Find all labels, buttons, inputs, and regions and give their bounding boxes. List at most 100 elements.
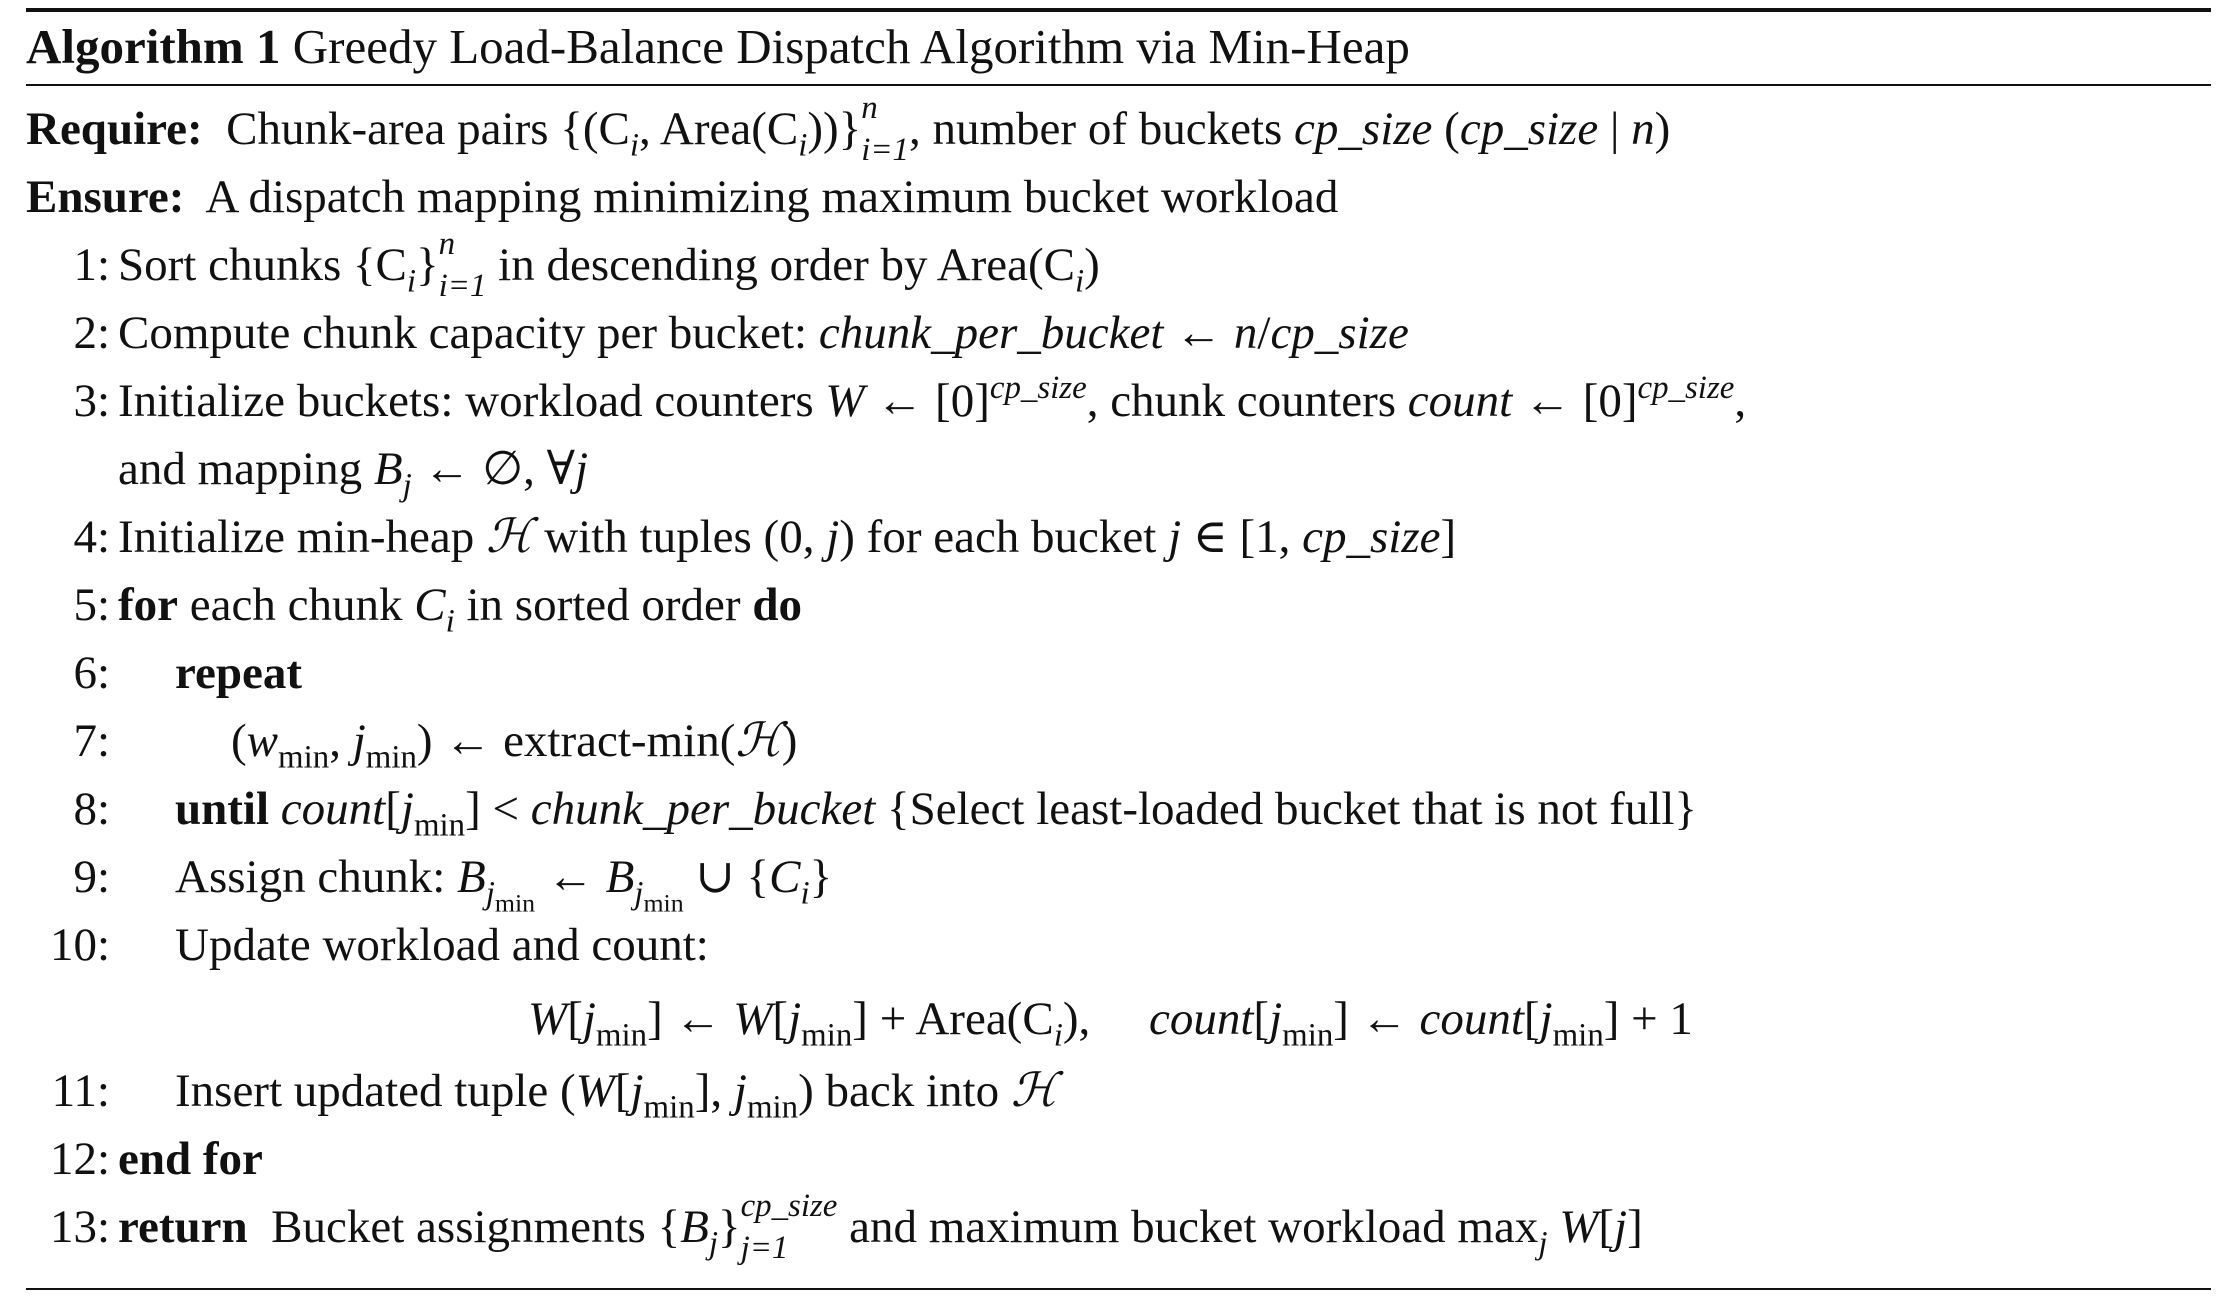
text-segment: ← [1163,307,1234,359]
text-segment: ] + Area(C [852,993,1054,1045]
line-number: 2: [73,307,110,359]
text-segment: i [1075,263,1085,300]
text-segment: W [733,993,773,1045]
text-segment: i [800,875,810,912]
text-segment: B [457,851,486,903]
text-segment: | [1598,103,1632,155]
line-text: return Bucket assignments {Bj}cp_sizej=1… [118,1188,1643,1267]
text-segment: ] ← [647,993,734,1045]
text-segment: ] [1627,1201,1643,1253]
text-segment: Initialize min-heap [118,511,487,563]
line-number: 4: [73,511,110,563]
text-segment: end for [118,1133,263,1185]
line-number: 11: [51,1065,110,1117]
text-segment: W [1559,1201,1599,1253]
text-segment: ) for each bucket [839,511,1169,563]
text-segment: B [680,1201,709,1253]
text-segment: , chunk counters [1086,375,1408,427]
text-segment: w [246,715,279,767]
text-segment: j [1614,1201,1628,1253]
text-segment: i [406,263,417,300]
text-segment: i [1053,1017,1063,1054]
text-segment: ) [781,715,798,767]
text-segment: and mapping [118,443,374,495]
line-text: Require: Chunk-area pairs {(Ci, Area(Ci)… [26,90,1671,169]
text-segment: ( [231,715,247,767]
line-text: repeat [175,647,302,699]
text-segment: B [373,443,403,495]
text-segment: ) [1084,239,1100,291]
text-segment: Update workload and count: [175,919,709,971]
text-segment: C [414,579,446,631]
text-segment: return [118,1201,248,1253]
text-segment: Bucket assignments { [247,1201,681,1253]
line-text: Update workload and count: [175,919,709,971]
line-text: until count[jmin] < chunk_per_bucket {Se… [175,783,1697,842]
text-segment: Chunk-area pairs {(C [202,103,630,155]
text-segment: chunk_per_bucket [818,307,1164,359]
text-segment: j [708,1225,718,1262]
text-segment: min [643,1089,695,1126]
text-segment: Ensure: [26,171,185,223]
caption-rule [26,84,2211,86]
text-segment: ← ∅, ∀ [411,443,576,495]
text-segment: ) ← extract-min( [416,715,736,767]
text-segment: W [825,375,865,427]
text-segment: j [634,875,644,912]
text-segment: ))} [807,103,862,155]
text-segment: j [485,875,495,912]
text-segment: j [575,443,589,495]
text-segment: ← [0] [864,375,990,427]
text-segment: min [494,888,536,918]
text-segment: i [445,603,455,640]
text-segment: [ [1523,993,1540,1045]
text-segment: } [416,239,439,291]
text-segment: cp_size [1270,307,1409,359]
text-segment: count [1407,375,1513,427]
text-segment: n [1631,103,1655,155]
text-segment: ), [1062,993,1149,1045]
text-segment: min [595,1017,648,1054]
line-number: 5: [73,579,110,631]
text-segment: } [718,1201,741,1253]
line-number: 1: [73,239,110,291]
text-segment: j [1538,1225,1548,1262]
text-segment: Assign chunk: [175,851,457,903]
text-segment: Sort chunks {C [118,239,407,291]
text-segment: j [582,993,596,1045]
text-segment: Initialize buckets: workload counters [118,375,826,427]
line-text: Initialize min-heap ℋ with tuples (0, j)… [118,511,1456,563]
text-segment: [ [1598,1201,1615,1253]
text-segment: each chunk [178,579,415,631]
algorithm-title: Greedy Load-Balance Dispatch Algorithm v… [292,19,1410,74]
text-segment: count [1419,993,1524,1045]
text-segment: ], [694,1065,734,1117]
top-rule [26,8,2211,12]
text-segment: Insert updated tuple ( [175,1065,576,1117]
text-segment: {Select least-loaded bucket that is not … [875,783,1697,835]
line-text: for each chunk Ci in sorted order do [118,579,802,638]
line-text: end for [118,1133,263,1185]
text-segment: ℋ [486,511,533,563]
text-segment: ℋ [735,715,782,767]
line-text: Assign chunk: Bjmin ← Bjmin ∪ {Ci} [175,851,832,916]
text-segment: , Area(C [638,103,799,155]
line-text: (wmin, jmin) ← extract-min(ℋ) [231,715,798,774]
text-segment: min [365,739,417,776]
text-segment: repeat [175,647,303,699]
text-segment: i [629,127,639,164]
algorithm-label: Algorithm 1 [26,19,281,74]
line-number: 9: [73,851,110,903]
text-segment: until [175,783,270,835]
text-segment: ] ← [1333,993,1420,1045]
text-segment: ℋ [1010,1065,1058,1117]
line-number: 13: [49,1201,110,1253]
text-segment: , number of buckets [909,103,1295,155]
text-segment: W [575,1065,615,1117]
text-segment: j [788,993,802,1045]
text-segment: min [278,739,330,776]
text-segment [269,783,281,835]
text-segment: min [1552,1017,1604,1054]
text-segment: min [413,807,466,844]
text-segment: i [798,127,808,164]
